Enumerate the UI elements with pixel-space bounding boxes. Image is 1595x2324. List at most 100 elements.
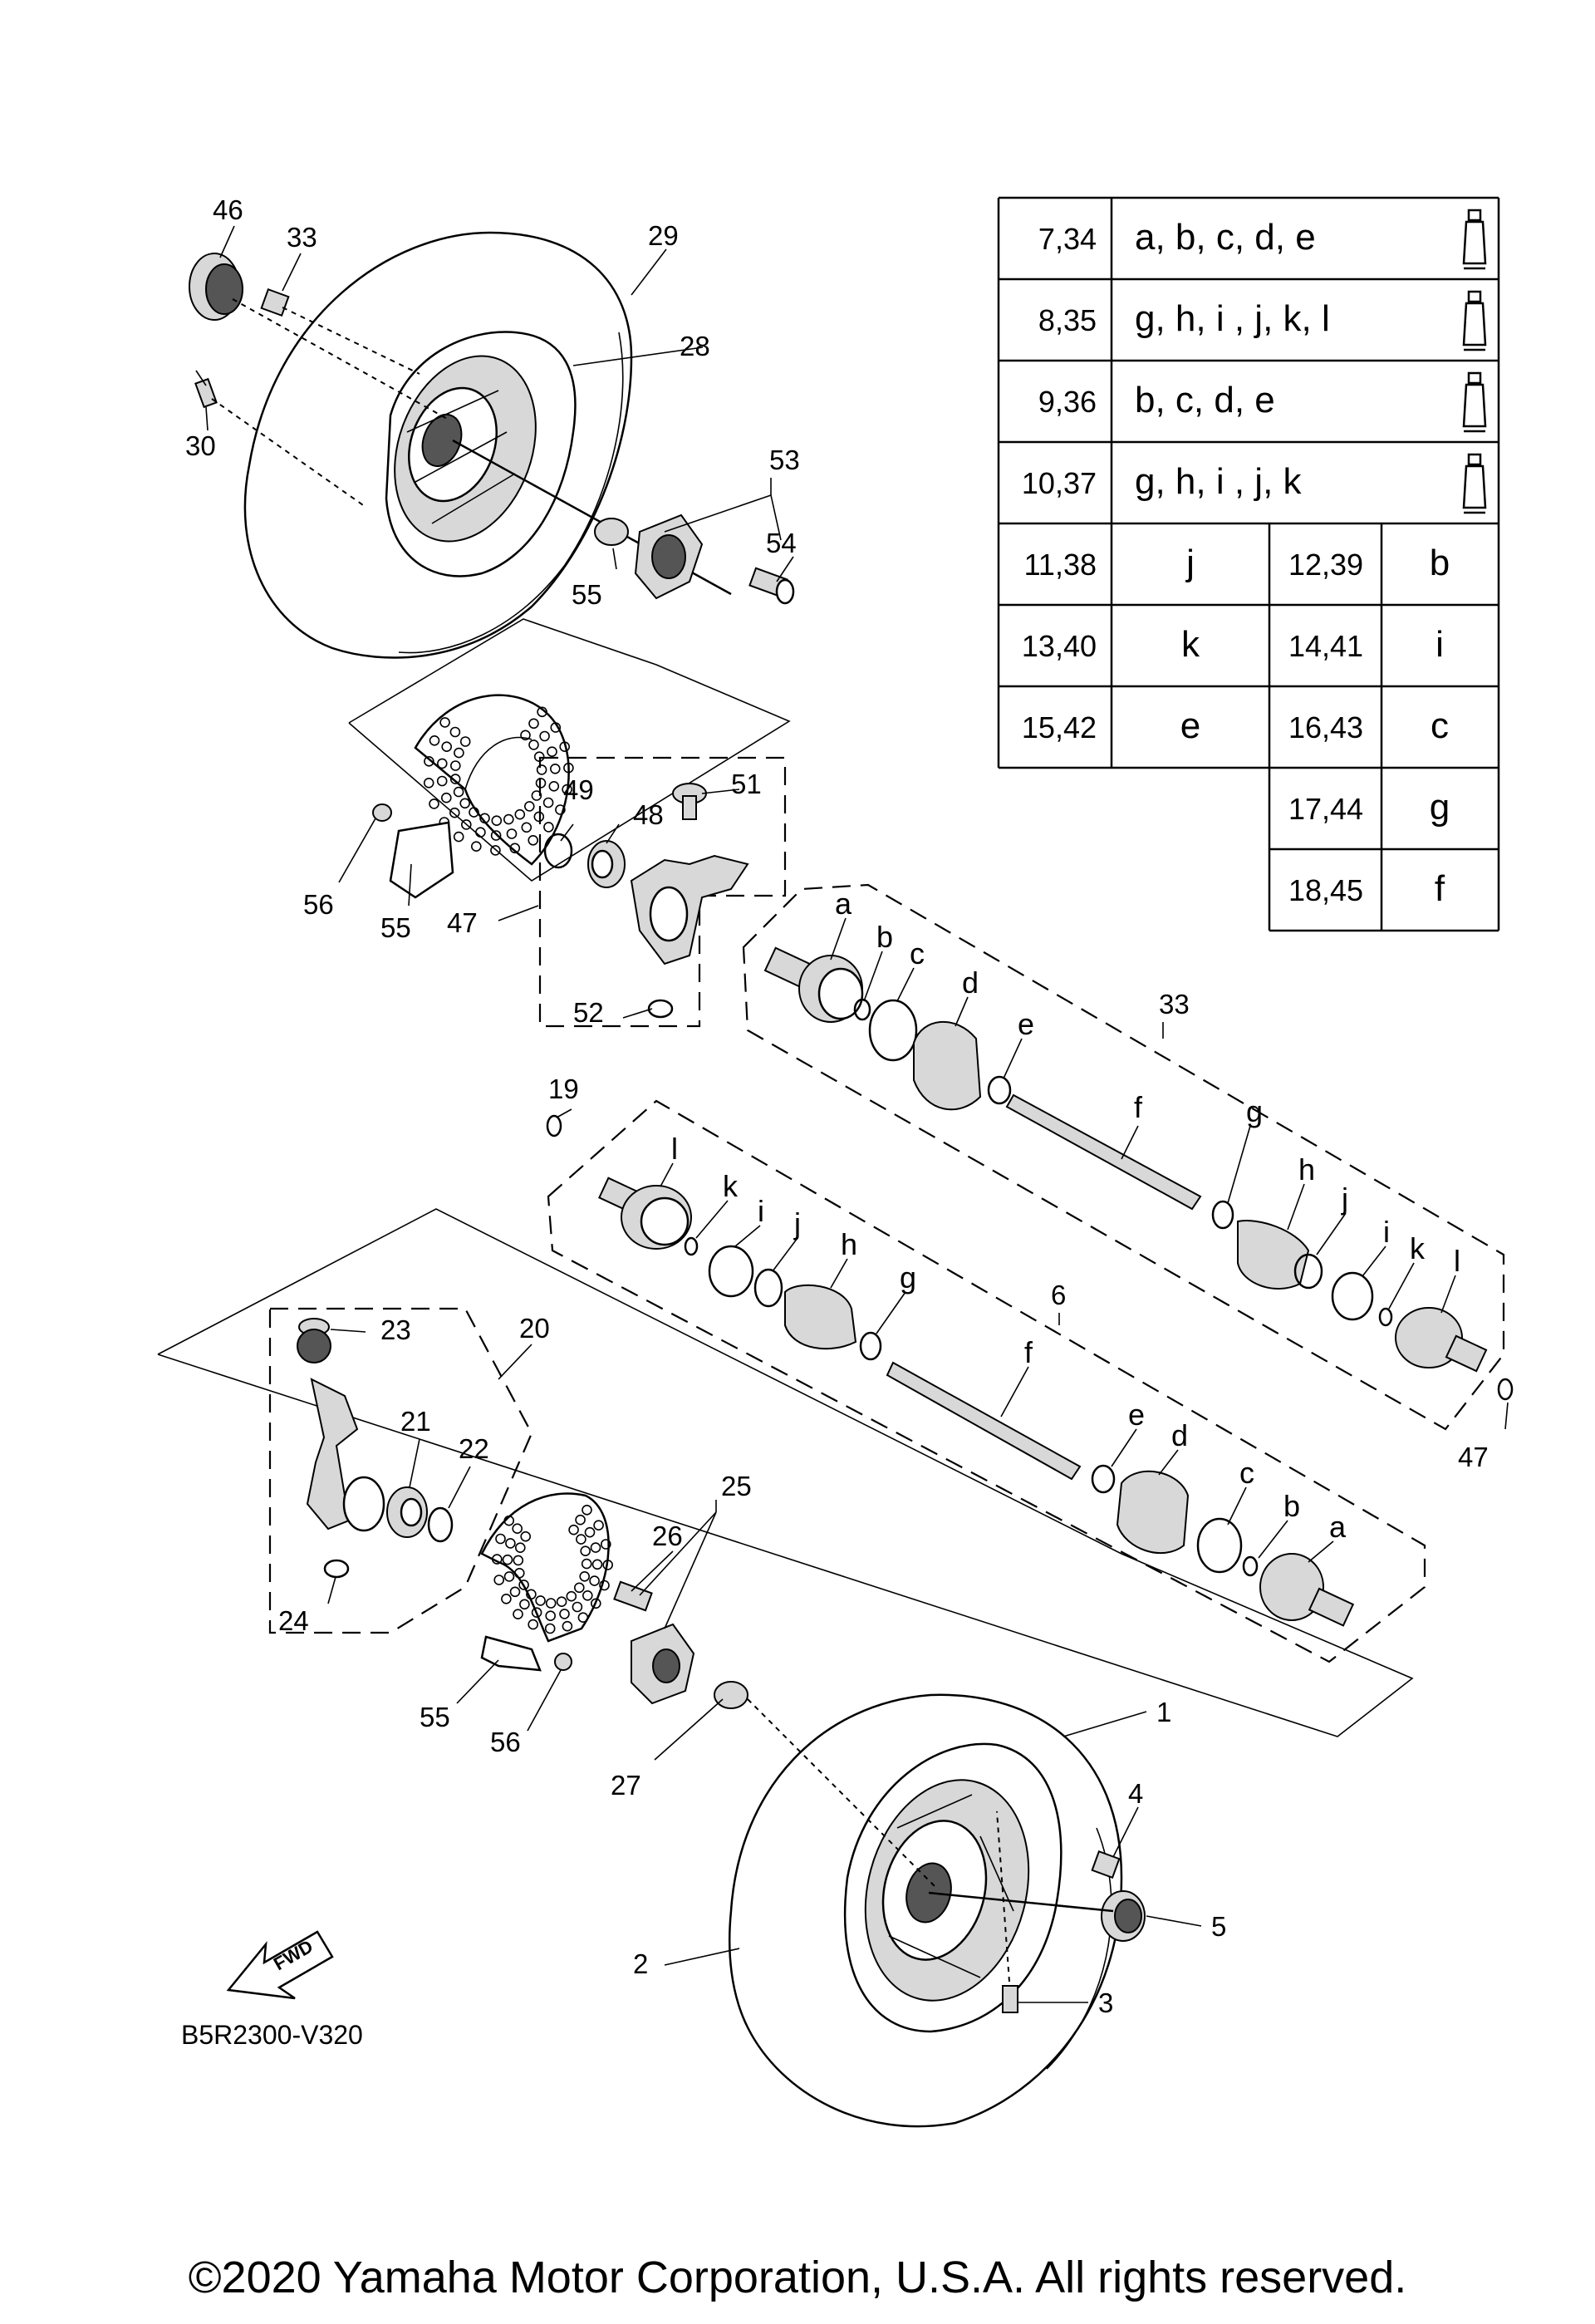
wheel-hub-25	[613, 1580, 748, 1709]
kit-tail-row-2: 18,45 f	[1288, 868, 1445, 909]
callout-1: 1	[1156, 1697, 1171, 1727]
kit-tail-row-1: 17,44 g	[1288, 787, 1450, 828]
disc-hole	[545, 1598, 557, 1609]
kit-letter: c	[1431, 705, 1449, 746]
circlip-46	[1497, 1378, 1514, 1401]
disc-hole	[440, 792, 452, 803]
letter-k-upper: k	[1410, 1231, 1426, 1265]
disc-hole	[441, 741, 453, 753]
letter-f-lower: f	[1024, 1335, 1033, 1369]
disc-hole	[572, 1601, 583, 1613]
disc-hole	[599, 1580, 610, 1591]
ring-b-lower	[1242, 1555, 1259, 1577]
disc-hole	[454, 747, 464, 759]
disc-hole	[449, 760, 461, 771]
letter-d-upper: d	[962, 965, 979, 1000]
disc-hole	[506, 828, 518, 839]
disc-hole	[514, 1542, 526, 1553]
disc-hole	[449, 726, 461, 738]
disc-hole	[581, 1558, 592, 1570]
brake-disc-upper	[414, 694, 574, 866]
nut-4	[1091, 1850, 1121, 1879]
callout-55-upper: 55	[380, 912, 411, 943]
disc-hole	[556, 1596, 567, 1607]
disc-hole	[528, 834, 539, 846]
letter-c-lower: c	[1239, 1456, 1254, 1490]
disc-hole	[528, 739, 539, 750]
callout-5: 5	[1211, 1911, 1226, 1942]
disc-hole	[584, 1526, 596, 1538]
kit-part-numbers: 12,39	[1288, 548, 1363, 582]
bolt-56-upper	[372, 803, 392, 822]
disc-hole	[493, 1575, 505, 1585]
letter-g-upper: g	[1246, 1094, 1263, 1128]
disc-hole	[490, 830, 502, 841]
disc-hole	[429, 798, 439, 809]
disc-hole	[514, 808, 526, 820]
disc-hole	[490, 845, 501, 856]
disc-hole	[479, 813, 490, 824]
letter-d-lower: d	[1171, 1418, 1188, 1452]
disc-hole	[436, 775, 448, 787]
callout-30: 30	[185, 430, 216, 461]
callout-26: 26	[652, 1521, 683, 1551]
inner-joint-l	[1395, 1307, 1488, 1373]
kit-part-numbers: 16,43	[1288, 710, 1363, 744]
disc-hole	[423, 777, 434, 789]
kit-pair-row-2: 13,40 k 14,41 i	[1022, 624, 1444, 665]
letter-f-upper: f	[1134, 1090, 1143, 1124]
letter-c-upper: c	[910, 936, 925, 970]
nut-31	[260, 287, 290, 317]
kit-part-numbers: 17,44	[1288, 792, 1363, 826]
disc-hole	[531, 1607, 542, 1618]
callout-56-upper: 56	[303, 889, 334, 920]
disc-hole	[577, 1612, 589, 1623]
fwd-arrow-icon: FWD	[226, 1930, 334, 2000]
callout-33: 33	[1159, 989, 1190, 1020]
disc-hole	[550, 722, 562, 733]
disc-hole	[436, 758, 448, 769]
grease-tube-icon	[1462, 453, 1487, 514]
kit-part-numbers: 9,36	[1038, 385, 1097, 419]
kit-row-1: 7,34 a, b, c, d, e	[1038, 217, 1316, 258]
callout-48: 48	[633, 799, 664, 830]
disc-hole	[593, 1520, 604, 1530]
disc-hole	[469, 807, 479, 818]
disc-hole	[549, 763, 561, 774]
callout-labels: 46 33 29 28 30 53 54 55 51 49 48 56 55 4…	[185, 194, 1489, 2018]
bearing-21	[386, 1486, 428, 1538]
callout-21: 21	[400, 1406, 431, 1437]
disc-hole	[520, 1530, 532, 1542]
callout-49: 49	[563, 774, 594, 805]
disc-hole	[600, 1539, 611, 1550]
disc-hole	[559, 1609, 570, 1619]
disc-hole	[539, 730, 550, 742]
knuckle-20	[306, 1378, 385, 1532]
disc-hole	[545, 1610, 557, 1621]
disc-hole	[579, 1571, 591, 1582]
callout-25: 25	[721, 1471, 752, 1501]
kit-part-numbers: 13,40	[1022, 629, 1097, 663]
callout-23: 23	[380, 1314, 411, 1345]
callout-51: 52	[573, 997, 604, 1028]
disc-hole	[562, 784, 572, 795]
disc-hole	[580, 1545, 591, 1556]
ball-joint-50	[672, 783, 707, 820]
disc-hole	[513, 1555, 524, 1566]
kit-letter: k	[1181, 624, 1200, 665]
callout-20: 20	[519, 1313, 550, 1344]
disc-hole	[439, 717, 450, 728]
disc-hole	[503, 813, 514, 825]
kit-part-numbers: 11,38	[1024, 548, 1097, 582]
disc-hole	[512, 1523, 523, 1534]
boot-d-lower	[1116, 1470, 1190, 1554]
callout-52: 53	[769, 445, 800, 475]
disc-hole	[509, 843, 521, 854]
kit-row-4: 10,37 g, h, i , j, k	[1022, 461, 1303, 502]
kit-letters: g, h, i , j, k	[1135, 461, 1303, 502]
disc-hole	[528, 1619, 539, 1630]
disc-hole	[449, 774, 461, 784]
disc-hole	[521, 822, 532, 833]
callout-24: 24	[278, 1605, 309, 1636]
